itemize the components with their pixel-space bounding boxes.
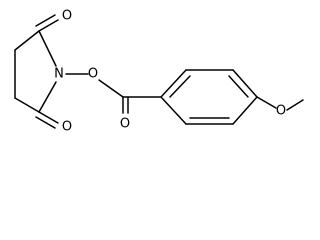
bond-n-c1 xyxy=(38,30,57,67)
bond-ring-inner-2 xyxy=(228,75,249,98)
atom-oxygen-carbonyl: O xyxy=(120,117,130,132)
bond-c4-n xyxy=(38,81,57,113)
atom-oxygen-bottom: O xyxy=(62,120,72,135)
atom-oxygen-link: O xyxy=(88,67,98,82)
bond-c1-c2 xyxy=(14,30,40,51)
bond-c1-o-top-double xyxy=(35,14,56,27)
bond-c4-o-bottom xyxy=(38,111,59,124)
bond-ring-o-methoxy xyxy=(256,96,277,109)
bond-ring-6 xyxy=(160,96,187,125)
bond-lines xyxy=(14,14,304,129)
bond-o-c-ester xyxy=(98,79,124,98)
bond-ring-4 xyxy=(232,96,258,125)
bond-ring-inner-1 xyxy=(169,75,191,98)
atom-oxygen-top: O xyxy=(62,9,72,24)
atom-nitrogen: N xyxy=(54,67,64,82)
atom-oxygen-methoxy: O xyxy=(276,104,286,119)
bond-o-methoxy-ch3 xyxy=(286,99,304,111)
bond-c3-c4 xyxy=(14,97,40,113)
bond-ring-3 xyxy=(232,69,258,98)
chemical-structure: O N O O O O xyxy=(14,9,304,135)
bond-c1-o-top xyxy=(38,19,59,32)
atom-labels: O N O O O O xyxy=(54,9,286,135)
bond-c4-o-bottom-double xyxy=(35,116,56,129)
bond-ring-1 xyxy=(160,69,187,98)
